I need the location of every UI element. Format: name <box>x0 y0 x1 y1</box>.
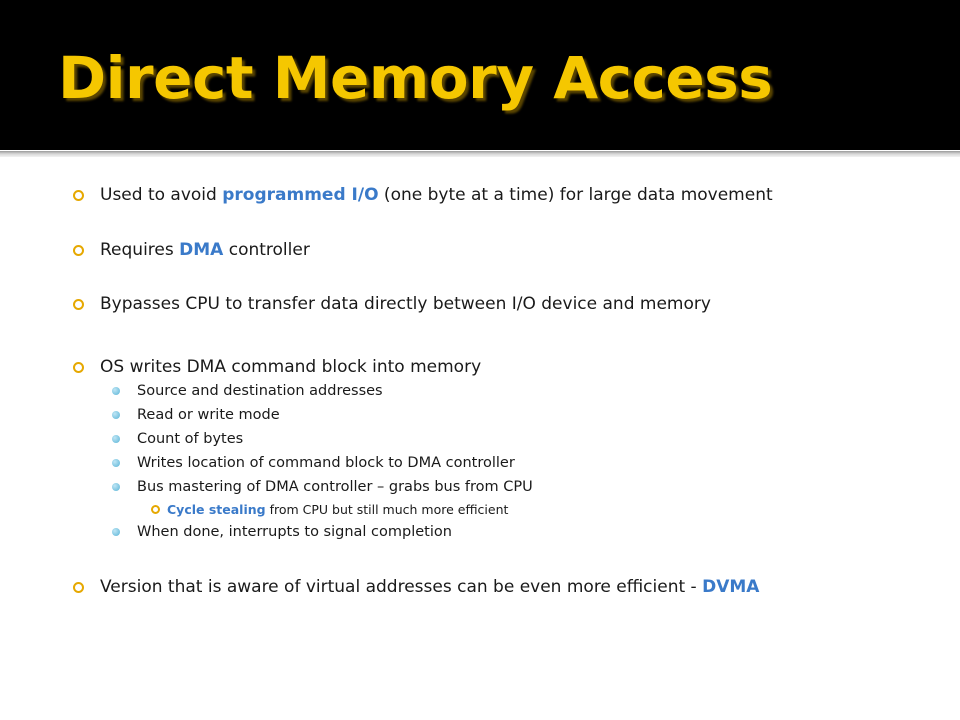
sub-bullet-interrupts: When done, interrupts to signal completi… <box>137 524 452 540</box>
bullet-bypasses-cpu: Bypasses CPU to transfer data directly b… <box>100 294 711 314</box>
bullet-ring-icon <box>73 299 84 310</box>
bullet-text: Version that is aware of virtual address… <box>100 577 703 597</box>
sub-bullet-dot-icon <box>112 435 120 443</box>
title-divider <box>0 151 960 157</box>
sub-bullet-location: Writes location of command block to DMA … <box>137 455 515 471</box>
highlight-programmed-io: programmed I/O <box>222 185 379 205</box>
sub-sub-bullet-cycle-stealing: Cycle stealing from CPU but still much m… <box>167 502 508 518</box>
bullet-dma-controller: Requires DMA controller <box>100 240 310 260</box>
bullet-text: Requires <box>100 240 180 260</box>
bullet-text: (one byte at a time) for large data move… <box>378 185 773 205</box>
bullet-text: from CPU but still much more efficient <box>265 502 509 517</box>
sub-bullet-count: Count of bytes <box>137 431 244 447</box>
highlight-cycle-stealing: Cycle stealing <box>167 502 266 517</box>
highlight-dma: DMA <box>179 240 224 260</box>
sub-sub-bullet-ring-icon <box>151 505 160 514</box>
bullet-ring-icon <box>73 362 84 373</box>
sub-bullet-dot-icon <box>112 483 120 491</box>
bullet-text: Used to avoid <box>100 185 223 205</box>
bullet-ring-icon <box>73 245 84 256</box>
sub-bullet-addresses: Source and destination addresses <box>137 383 383 399</box>
sub-bullet-bus-mastering: Bus mastering of DMA controller – grabs … <box>137 479 533 495</box>
sub-bullet-dot-icon <box>112 387 120 395</box>
bullet-ring-icon <box>73 582 84 593</box>
sub-bullet-dot-icon <box>112 411 120 419</box>
title-bar: Direct Memory Access <box>0 0 960 150</box>
slide-title: Direct Memory Access <box>58 44 773 112</box>
sub-bullet-mode: Read or write mode <box>137 407 280 423</box>
bullet-text: controller <box>223 240 310 260</box>
highlight-dvma: DVMA <box>702 577 760 597</box>
bullet-dvma: Version that is aware of virtual address… <box>100 577 759 597</box>
bullet-command-block: OS writes DMA command block into memory <box>100 357 482 377</box>
sub-bullet-dot-icon <box>112 459 120 467</box>
bullet-programmed-io: Used to avoid programmed I/O (one byte a… <box>100 185 773 205</box>
bullet-ring-icon <box>73 190 84 201</box>
sub-bullet-dot-icon <box>112 528 120 536</box>
